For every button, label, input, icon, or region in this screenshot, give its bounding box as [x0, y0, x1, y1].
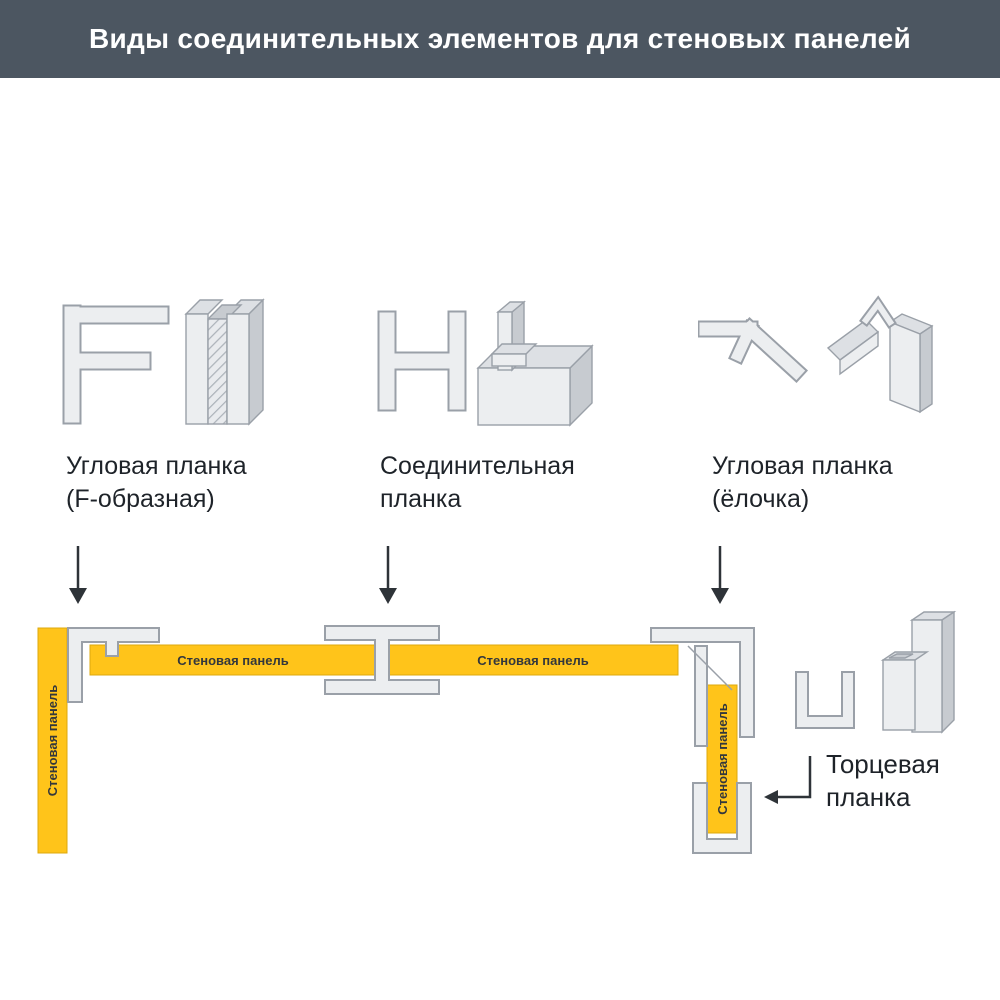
caption-line: планка: [380, 485, 462, 513]
caption-line: (ёлочка): [712, 485, 810, 513]
end-profile-3d-icon: [880, 610, 957, 734]
wall-panel-vertical-right: [706, 684, 738, 834]
wall-panel-label: Стеновая панель: [177, 653, 288, 668]
end-profile-installed: [692, 782, 752, 854]
caption-line: планка: [826, 782, 911, 812]
assembly-diagram: Стеновая панель Стеновая панель Стеновая…: [37, 610, 957, 854]
h-profile-cross-section-icon: [377, 310, 467, 412]
caption-end-profile: Торцевая планка: [826, 748, 940, 814]
caption-f-profile: Угловая планка (F-образная): [66, 450, 247, 516]
h-3d: [476, 300, 594, 427]
end-profile-cross-section-icon: [795, 671, 855, 729]
h-profile-3d-icon: [476, 300, 594, 427]
f-glyph: [62, 304, 170, 425]
page-title: Виды соединительных элементов для стенов…: [89, 23, 911, 54]
corner-profile-cross-section-icon: [698, 316, 809, 384]
wall-panel-vertical-left: [37, 627, 68, 854]
h-profile-installed: [324, 625, 440, 695]
wall-panel-label: Стеновая панель: [477, 653, 588, 668]
title-bar: Виды соединительных элементов для стенов…: [0, 0, 1000, 78]
end-profile-pointer-arrow: [764, 756, 812, 804]
f-profile-installed: [67, 627, 160, 703]
down-arrow-corner-icon: [711, 546, 729, 604]
f-profile-3d-icon: [184, 298, 265, 426]
caption-line: Угловая планка: [66, 452, 247, 480]
corner-profile-installed: [650, 627, 755, 747]
caption-line: Соединительная: [380, 452, 575, 480]
corner-3d: [826, 295, 934, 414]
wall-panel-horizontal-2: [387, 644, 679, 676]
down-arrow-f-icon: [69, 546, 87, 604]
down-arrow-h-icon: [379, 546, 397, 604]
corner-glyph: [698, 316, 809, 384]
h-glyph: [377, 310, 467, 412]
caption-line: Угловая планка: [712, 452, 893, 480]
caption-corner-profile: Угловая планка (ёлочка): [712, 450, 893, 516]
caption-line: Торцевая: [826, 749, 940, 779]
caption-h-profile: Соединительная планка: [380, 450, 575, 516]
caption-line: (F-образная): [66, 485, 215, 513]
f-3d: [184, 298, 265, 426]
corner-miter-line: [687, 645, 733, 691]
f-profile-cross-section-icon: [62, 304, 170, 425]
wall-panel-label: Стеновая панель: [45, 685, 60, 796]
wall-panel-horizontal-1: [89, 644, 377, 676]
corner-profile-3d-icon: [826, 295, 934, 414]
wall-panel-label: Стеновая панель: [715, 703, 730, 814]
